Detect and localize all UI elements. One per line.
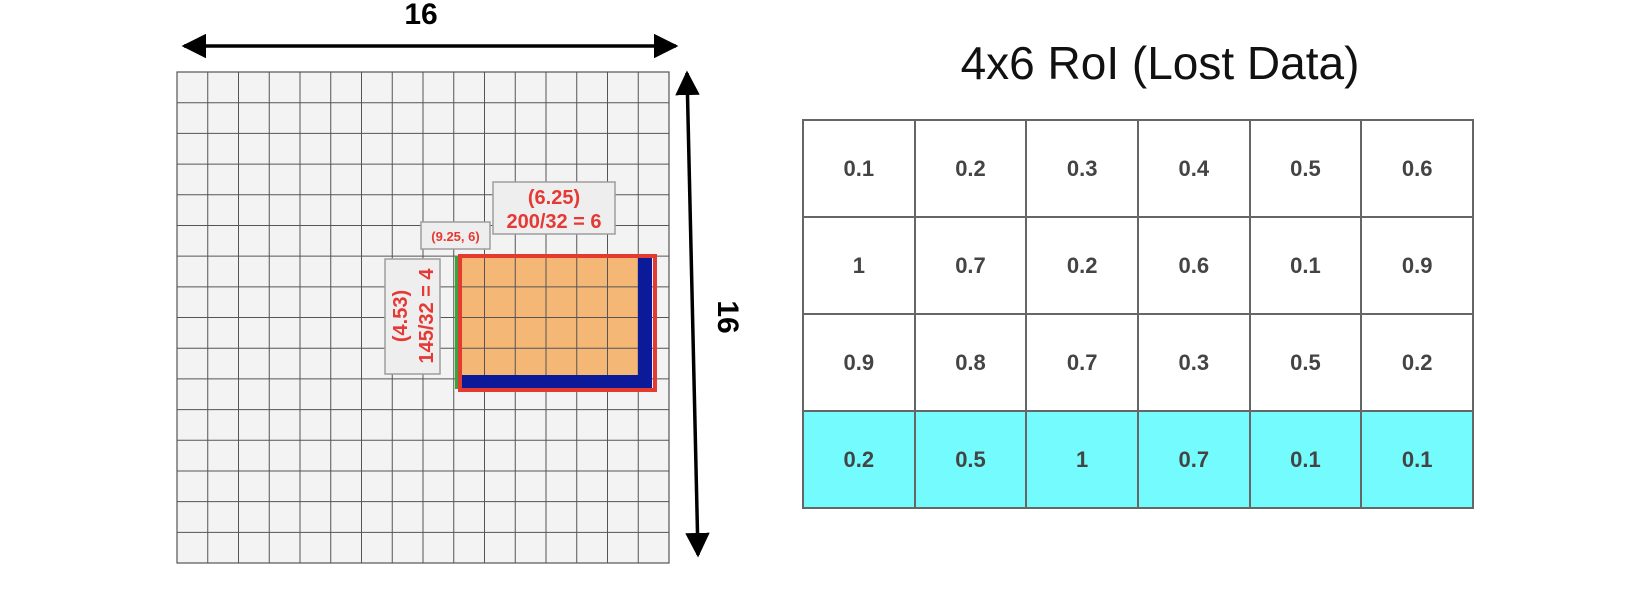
roi-table-cell: 0.2 <box>802 410 916 509</box>
lost-column-strip <box>638 258 652 388</box>
roi-fill <box>461 258 652 388</box>
roi-table-cell: 0.2 <box>1360 313 1474 412</box>
roi-table-cell: 0.1 <box>802 119 916 218</box>
roi-origin-label: (9.25, 6) <box>431 229 479 244</box>
roi-table-cell: 0.9 <box>1360 216 1474 315</box>
roi-height-label-line1: (4.53) <box>390 290 412 342</box>
roi-width-label-line2: 200/32 = 6 <box>506 211 601 233</box>
roi-origin-label-box: (9.25, 6) <box>420 221 491 250</box>
roi-height-label-box: (4.53) 145/32 = 4 <box>384 258 441 375</box>
roi-table-cell: 0.9 <box>802 313 916 412</box>
roi-table-cell: 0.8 <box>913 313 1028 412</box>
roi-table-cell: 0.3 <box>1136 313 1251 412</box>
roi-table-cell: 0.6 <box>1360 119 1474 218</box>
roi-table-cell: 1 <box>1025 410 1139 509</box>
roi-table-cell: 0.1 <box>1360 410 1474 509</box>
roi-border <box>458 254 657 392</box>
roi-height-label-line2: 145/32 = 4 <box>416 268 438 364</box>
roi-table-cell: 0.5 <box>1248 313 1363 412</box>
roi-left-edge <box>455 256 460 389</box>
roi-table-cell: 0.1 <box>1248 216 1363 315</box>
roi-table-cell: 0.5 <box>1248 119 1363 218</box>
roi-table-title: 4x6 RoI (Lost Data) <box>960 37 1360 89</box>
roi-table-cell: 0.6 <box>1136 216 1251 315</box>
roi-width-label-box: (6.25) 200/32 = 6 <box>492 181 616 235</box>
height-dimension-label: 16 <box>711 300 744 333</box>
roi-table-cell: 0.7 <box>913 216 1028 315</box>
roi-table-cell: 0.1 <box>1248 410 1363 509</box>
roi-table-cell: 1 <box>802 216 916 315</box>
roi-table-cell: 0.3 <box>1025 119 1139 218</box>
lost-row-strip <box>461 375 652 388</box>
roi-table-cell: 0.5 <box>913 410 1028 509</box>
height-dimension-arrow <box>675 70 710 558</box>
roi-table-cell: 0.2 <box>1025 216 1139 315</box>
roi-region <box>455 254 657 392</box>
roi-table-cell: 0.2 <box>913 119 1028 218</box>
width-dimension-label: 16 <box>404 0 437 31</box>
roi-width-label-line1: (6.25) <box>528 187 580 209</box>
roi-table-cell: 0.7 <box>1025 313 1139 412</box>
roi-table-cell: 0.7 <box>1136 410 1251 509</box>
roi-table-cell: 0.4 <box>1136 119 1251 218</box>
